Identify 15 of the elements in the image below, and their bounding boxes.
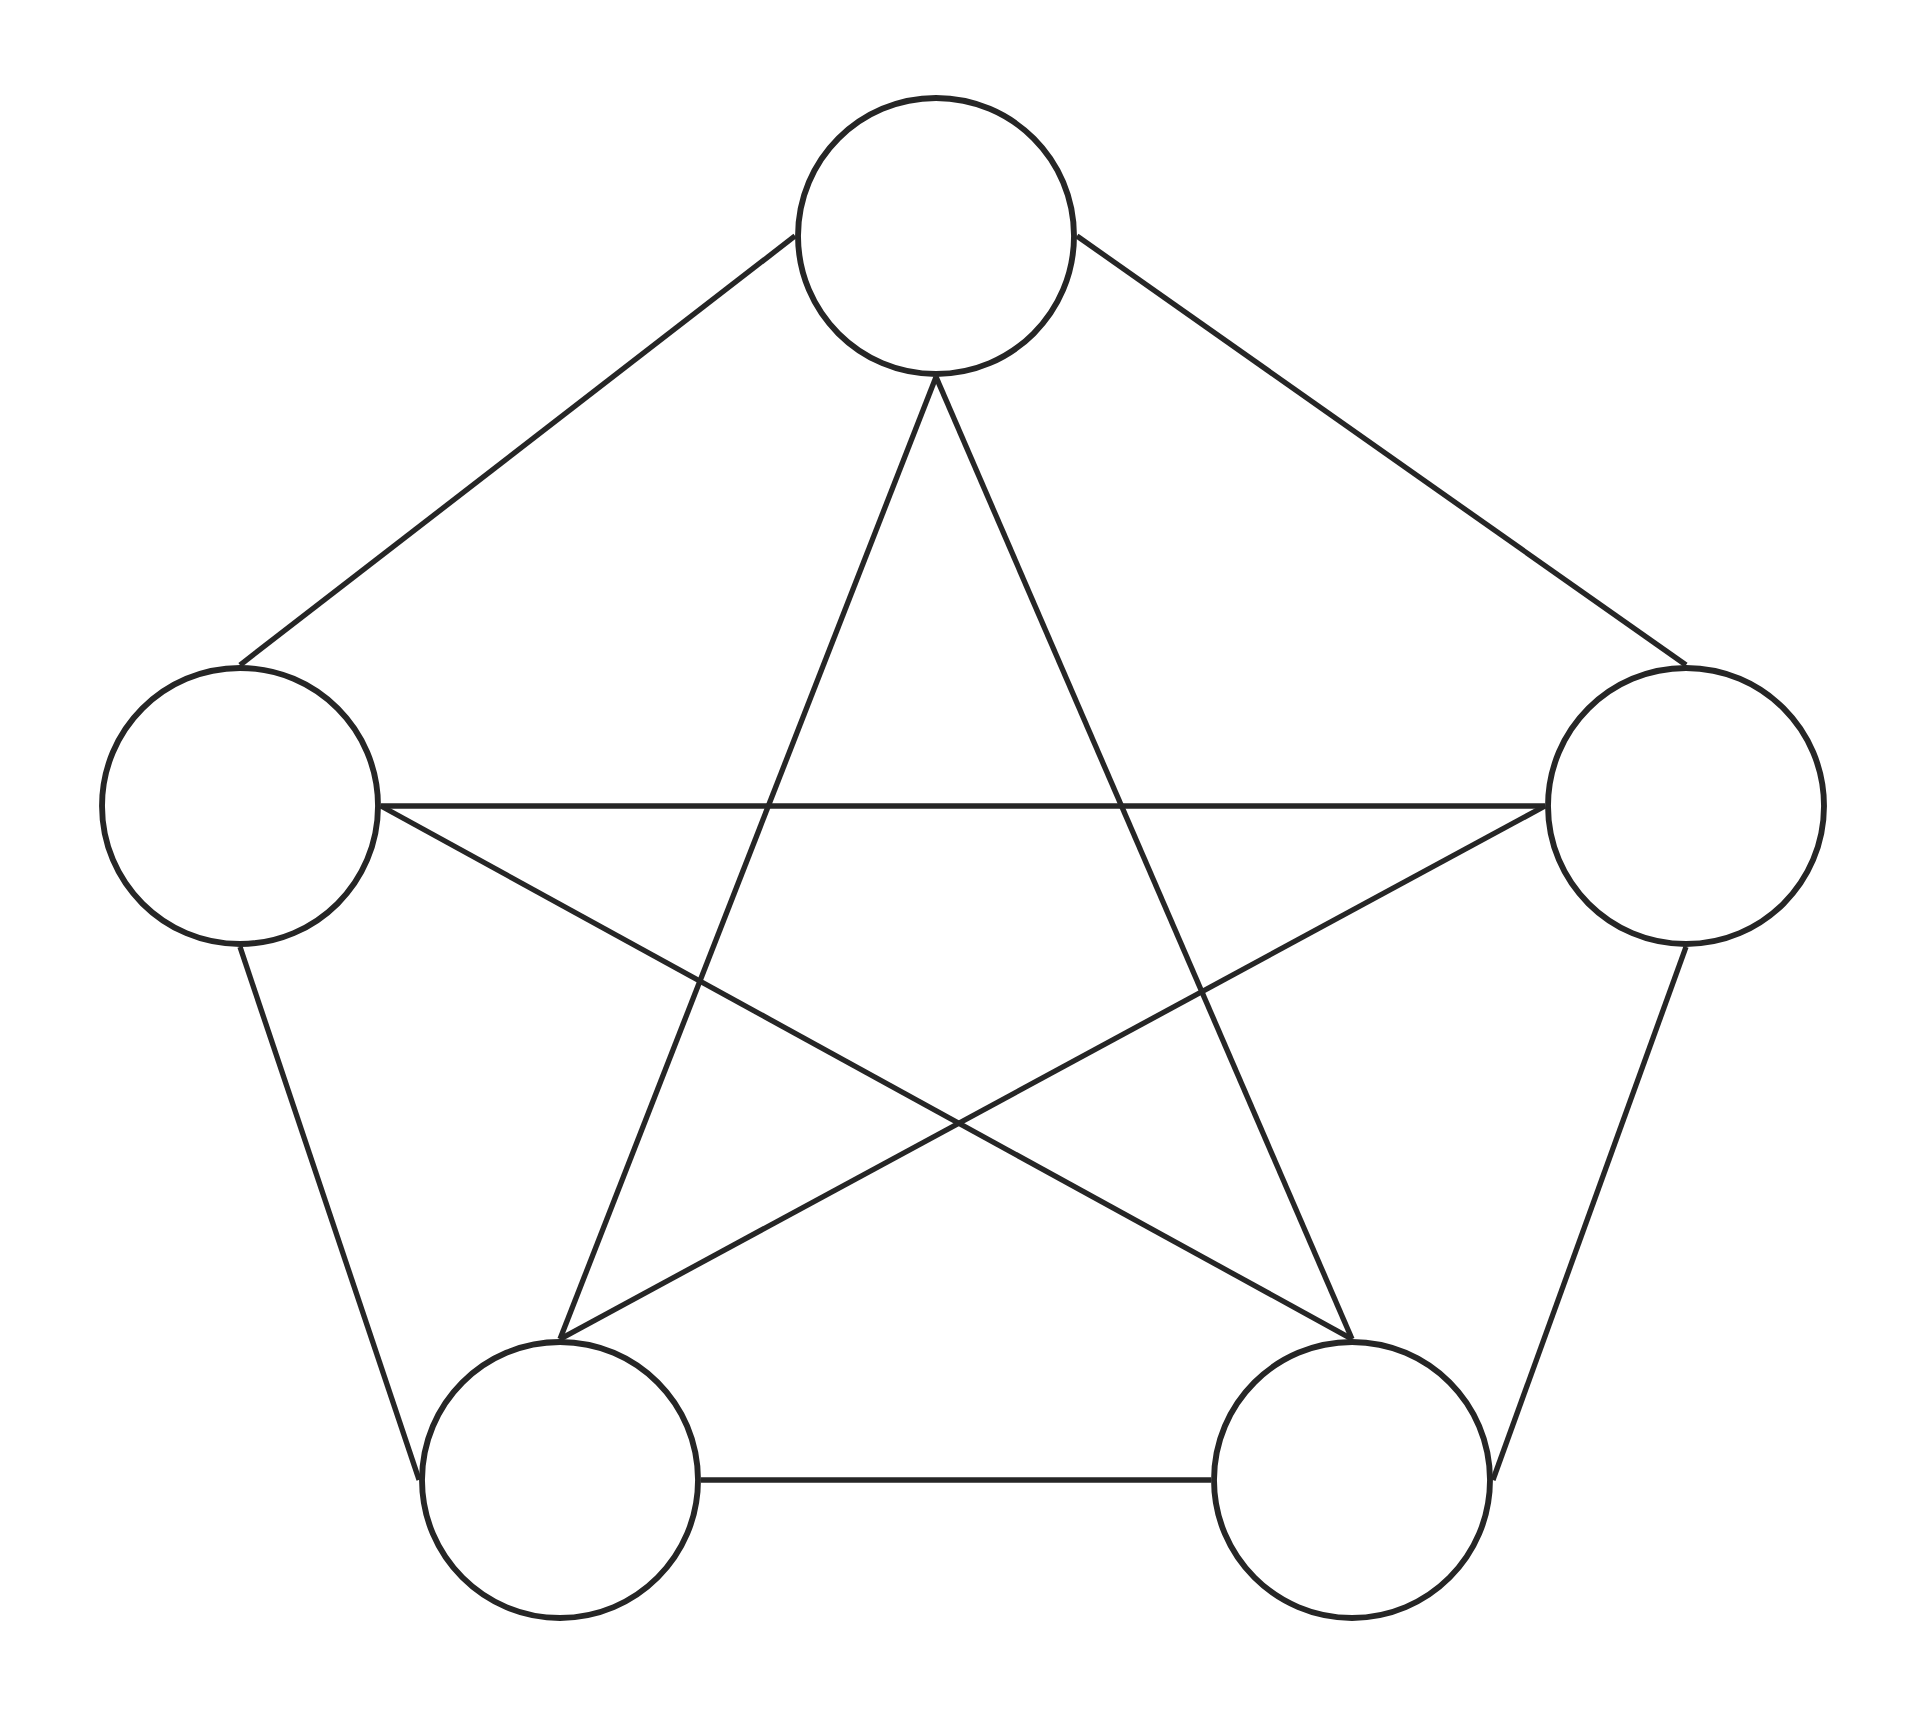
- circle-node: [419, 1339, 701, 1621]
- circle-node: [1211, 1339, 1493, 1621]
- connector-line: [933, 375, 1355, 1341]
- connector-line: [380, 803, 1546, 809]
- connector-line: [237, 946, 422, 1481]
- circle-node: [1545, 665, 1827, 947]
- connector-line: [700, 1477, 1212, 1483]
- circle-node: [795, 95, 1077, 377]
- circle-node: [99, 665, 381, 947]
- connector-line: [1490, 946, 1689, 1481]
- connector-line: [557, 375, 939, 1340]
- connector-line: [238, 233, 797, 668]
- connector-line: [1075, 233, 1688, 668]
- connector-line: [379, 803, 1354, 1342]
- connector-line: [558, 803, 1547, 1342]
